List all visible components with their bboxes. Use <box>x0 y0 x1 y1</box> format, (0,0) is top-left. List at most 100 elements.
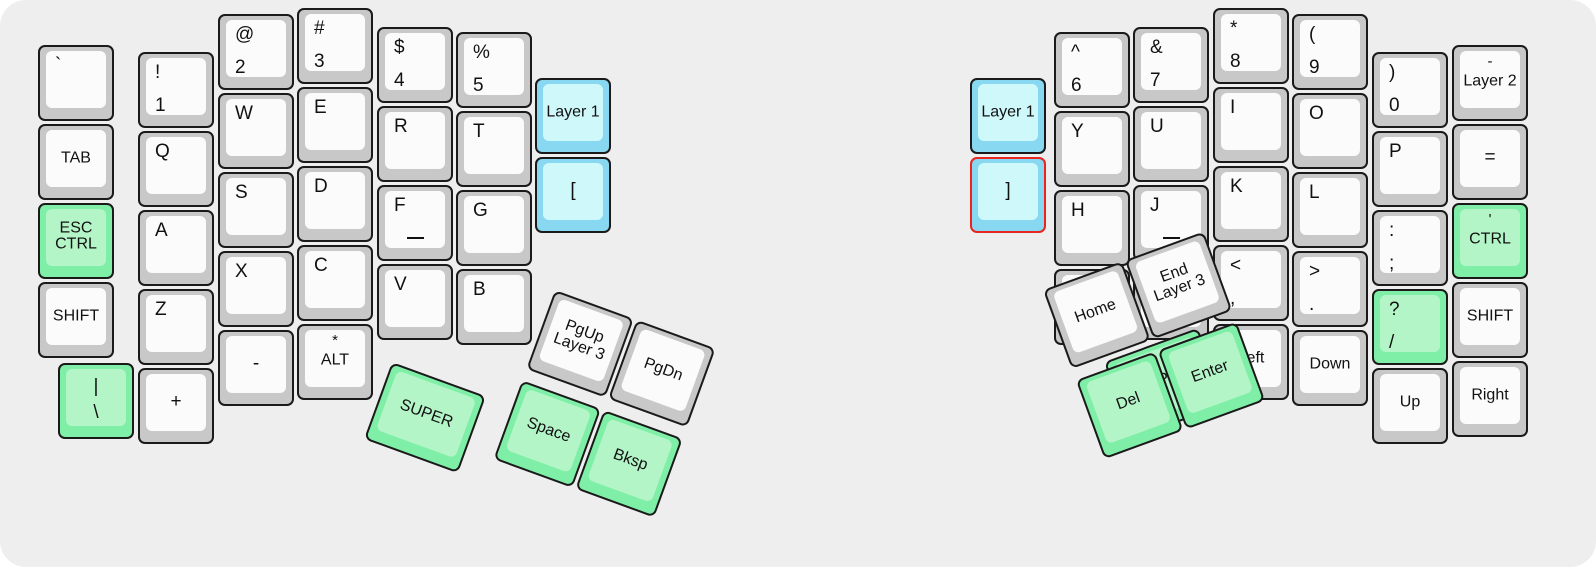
key-cap: H <box>1062 196 1122 253</box>
key-[interactable]: ] <box>970 157 1046 233</box>
key-cap: E <box>305 93 365 150</box>
key-[interactable]: :; <box>1372 210 1448 286</box>
key-ctrl[interactable]: 'CTRL <box>1452 203 1528 279</box>
key-legend: Layer 1 <box>546 102 600 120</box>
key-tab[interactable]: TAB <box>38 124 114 200</box>
key-cap: L <box>1300 178 1360 235</box>
key-v[interactable]: V <box>377 264 453 340</box>
key-layer-2[interactable]: ` <box>38 45 114 121</box>
key-legend: 4 <box>394 70 405 90</box>
key-legend: Layer 1 <box>981 102 1035 120</box>
key-cap: |\ <box>66 369 126 426</box>
key-u[interactable]: U <box>1133 106 1209 182</box>
key-w[interactable]: W <box>218 93 294 169</box>
key-[interactable]: *8 <box>1213 8 1289 84</box>
key-up[interactable]: Up <box>1372 368 1448 444</box>
key-legend: 0 <box>1389 95 1400 115</box>
key-f[interactable]: F <box>377 185 453 261</box>
key-[interactable]: $4 <box>377 27 453 103</box>
key-cap: %5 <box>464 38 524 95</box>
key-cap: Home <box>1052 269 1139 354</box>
key-k[interactable]: K <box>1213 166 1289 242</box>
key-cap: Enter <box>1167 330 1254 415</box>
key-legend: > <box>1309 261 1321 282</box>
key-super[interactable]: SUPER <box>363 362 486 474</box>
key-x[interactable]: X <box>218 251 294 327</box>
key-cap: I <box>1221 93 1281 150</box>
key-legend: CTRL <box>1469 230 1511 248</box>
key-p[interactable]: P <box>1372 131 1448 207</box>
key-legend: G <box>473 200 488 221</box>
key-[interactable]: %5 <box>456 32 532 108</box>
key-cap: SHIFT <box>1460 288 1520 345</box>
key-c[interactable]: C <box>297 245 373 321</box>
key-cap: C <box>305 251 365 308</box>
key-[interactable]: ^6 <box>1054 32 1130 108</box>
key-legend: / <box>1389 332 1395 352</box>
key-i[interactable]: I <box>1213 87 1289 163</box>
key-h[interactable]: H <box>1054 190 1130 266</box>
key-legend: ESC CTRL <box>55 219 97 253</box>
key-layer-2[interactable]: -Layer 2 <box>1452 45 1528 121</box>
key-legend: R <box>394 116 408 137</box>
key-legend: ALT <box>320 351 350 369</box>
key-[interactable]: #3 <box>297 8 373 84</box>
key-legend: Del <box>1113 388 1143 413</box>
key-cap: V <box>385 270 445 327</box>
key-legend: Home <box>1072 295 1119 326</box>
key-cap: Down <box>1300 336 1360 393</box>
key-cap: :; <box>1380 216 1440 273</box>
key-[interactable]: + <box>138 368 214 444</box>
key-cap: <, <box>1221 251 1281 308</box>
key-cap: Y <box>1062 117 1122 174</box>
key-z[interactable]: Z <box>138 289 214 365</box>
key-[interactable]: [ <box>535 157 611 233</box>
key-a[interactable]: A <box>138 210 214 286</box>
key-[interactable]: - <box>218 330 294 406</box>
key-g[interactable]: G <box>456 190 532 266</box>
key-[interactable]: )0 <box>1372 52 1448 128</box>
key-[interactable]: ?/ <box>1372 289 1448 365</box>
key-[interactable]: <, <box>1213 245 1289 321</box>
key-t[interactable]: T <box>456 111 532 187</box>
key-cap: *ALT <box>305 330 365 387</box>
key-legend: X <box>235 261 248 282</box>
key-q[interactable]: Q <box>138 131 214 207</box>
key-d[interactable]: D <box>297 166 373 242</box>
key-cap: - <box>226 336 286 393</box>
key-legend: ; <box>1389 253 1395 273</box>
key-[interactable]: |\ <box>58 363 134 439</box>
key-b[interactable]: B <box>456 269 532 345</box>
key-y[interactable]: Y <box>1054 111 1130 187</box>
key-cap: S <box>226 178 286 235</box>
key-right[interactable]: Right <box>1452 361 1528 437</box>
key-[interactable]: &7 <box>1133 27 1209 103</box>
key-legend: Up <box>1399 392 1421 410</box>
key-legend: End Layer 3 <box>1151 259 1208 306</box>
key-alt[interactable]: *ALT <box>297 324 373 400</box>
key-shift[interactable]: SHIFT <box>38 282 114 358</box>
key-cap: ] <box>978 163 1038 220</box>
key-e[interactable]: E <box>297 87 373 163</box>
key-esc[interactable]: ESC CTRL <box>38 203 114 279</box>
key-[interactable]: = <box>1452 124 1528 200</box>
key-cap: PgDn <box>619 328 707 413</box>
key-cap: A <box>146 216 206 273</box>
key-down[interactable]: Down <box>1292 330 1368 406</box>
key-shift[interactable]: SHIFT <box>1452 282 1528 358</box>
key-cap: = <box>1460 130 1520 187</box>
key-s[interactable]: S <box>218 172 294 248</box>
key-[interactable]: >. <box>1292 251 1368 327</box>
key-legend: 8 <box>1230 51 1241 71</box>
key-[interactable]: @2 <box>218 14 294 90</box>
key-[interactable]: !1 <box>138 52 214 128</box>
key-legend: ! <box>155 62 161 83</box>
key-legend: Space <box>524 413 574 446</box>
key-o[interactable]: O <box>1292 93 1368 169</box>
key-layer-1[interactable]: Layer 1 <box>970 78 1046 154</box>
key-layer-1[interactable]: Layer 1 <box>535 78 611 154</box>
key-[interactable]: (9 <box>1292 14 1368 90</box>
key-l[interactable]: L <box>1292 172 1368 248</box>
key-r[interactable]: R <box>377 106 453 182</box>
